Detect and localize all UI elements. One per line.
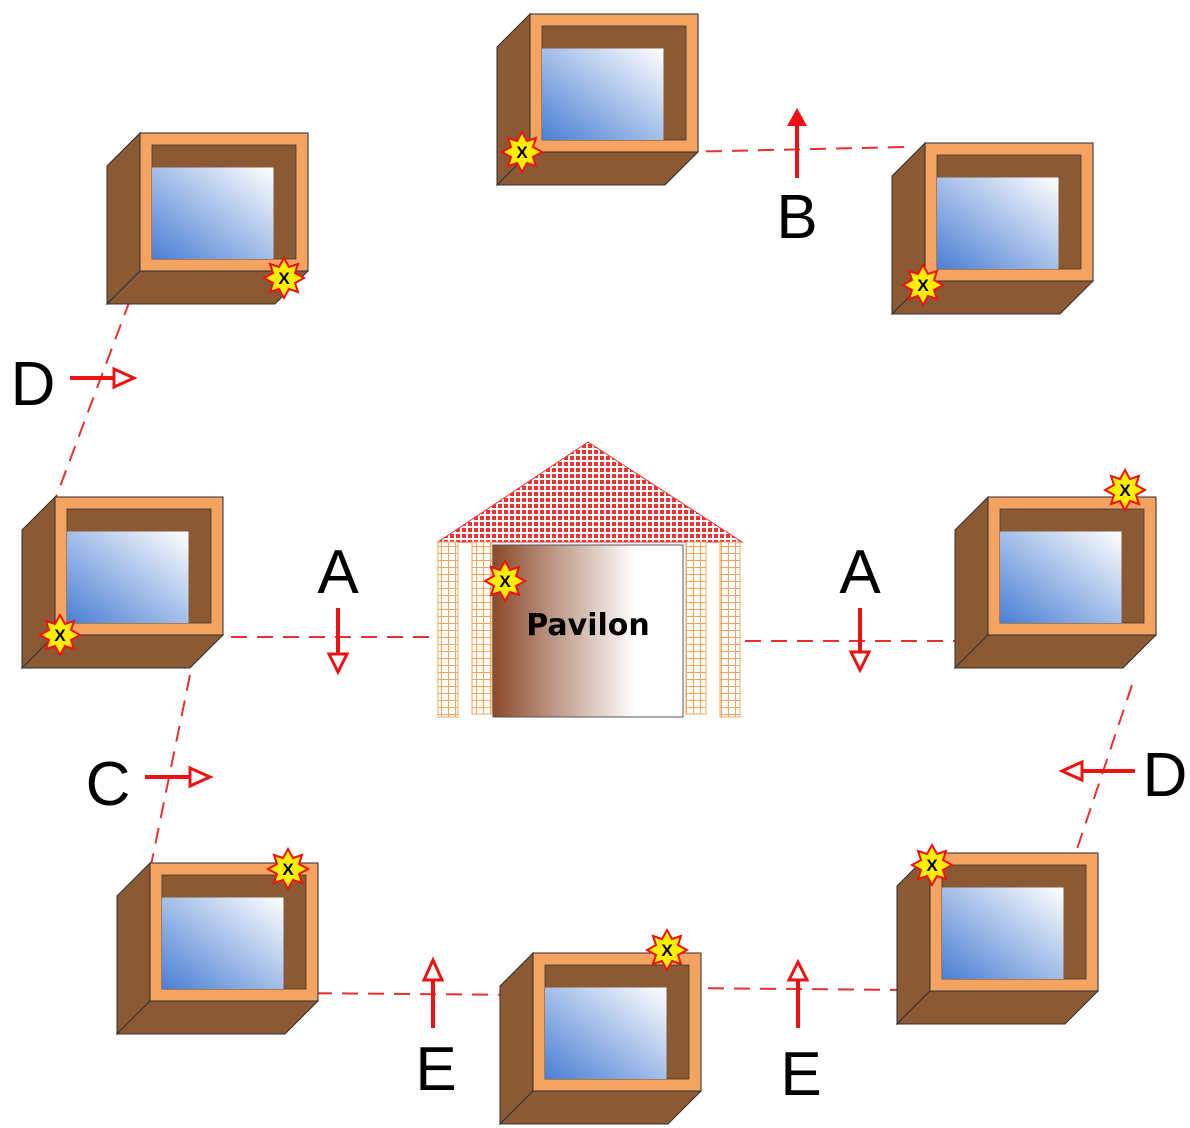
window-mid-left: X bbox=[20, 495, 225, 670]
window-top-center: X bbox=[495, 12, 700, 187]
line-lower-left bbox=[149, 674, 191, 871]
line-top bbox=[679, 146, 906, 153]
red-arrow-icon bbox=[1058, 759, 1135, 783]
label-b: B bbox=[776, 183, 817, 252]
window-box-icon bbox=[495, 12, 700, 187]
pavilion-pillar bbox=[719, 541, 741, 718]
window-box-icon bbox=[895, 851, 1100, 1026]
label-e-left: E bbox=[415, 1035, 456, 1104]
red-arrow-icon bbox=[145, 765, 214, 789]
window-lower-left: X bbox=[115, 846, 320, 1036]
line-bottom-left bbox=[289, 992, 531, 996]
x-star-marker-icon: X bbox=[261, 255, 307, 301]
x-star-marker-icon: X bbox=[37, 612, 83, 658]
label-d-left: D bbox=[11, 350, 56, 419]
marker-x-label: X bbox=[54, 626, 66, 645]
red-arrow-icon bbox=[70, 366, 138, 390]
x-star-marker-icon: X bbox=[909, 842, 955, 888]
pavilion-wall bbox=[492, 544, 684, 718]
red-arrow-icon bbox=[421, 956, 445, 1028]
red-arrow-icon bbox=[326, 608, 350, 676]
label-c: C bbox=[86, 750, 131, 819]
red-arrow-icon bbox=[848, 608, 872, 674]
marker-x-label: X bbox=[278, 269, 290, 288]
window-lower-right: X bbox=[895, 842, 1100, 1026]
line-bottom-right bbox=[681, 987, 909, 991]
label-a-left: A bbox=[317, 538, 359, 607]
marker-x-label: X bbox=[499, 572, 511, 591]
window-bottom-center: X bbox=[498, 927, 703, 1126]
marker-x-label: X bbox=[917, 276, 929, 295]
marker-x-label: X bbox=[926, 856, 938, 875]
marker-x-label: X bbox=[282, 860, 294, 879]
window-box-icon bbox=[20, 495, 225, 670]
window-upper-left: X bbox=[105, 131, 310, 306]
label-d-right: D bbox=[1143, 741, 1188, 810]
x-star-marker-icon: X bbox=[265, 846, 311, 892]
x-star-marker-icon: X bbox=[499, 129, 545, 175]
pavilion: X Pavilon bbox=[436, 441, 744, 718]
marker-x-label: X bbox=[1119, 481, 1131, 500]
window-box-icon bbox=[953, 495, 1158, 670]
label-a-right: A bbox=[839, 538, 881, 607]
x-star-marker-icon: X bbox=[900, 262, 946, 308]
x-star-marker-icon: X bbox=[482, 558, 528, 604]
window-box-icon bbox=[498, 951, 703, 1126]
marker-x-label: X bbox=[516, 143, 528, 162]
window-top-right: X bbox=[890, 141, 1095, 316]
window-box-icon bbox=[105, 131, 310, 306]
arrows bbox=[70, 108, 1135, 1028]
pavilion-pillar bbox=[471, 541, 493, 715]
pavilion-pillar bbox=[685, 541, 707, 715]
line-upper-left bbox=[54, 299, 131, 501]
pavilion-roof bbox=[436, 441, 744, 543]
red-arrow-icon bbox=[786, 958, 810, 1028]
red-arrow-icon bbox=[787, 108, 807, 178]
pavilion-pillar bbox=[437, 541, 459, 718]
window-mid-right: X bbox=[953, 467, 1158, 670]
label-e-right: E bbox=[780, 1040, 821, 1109]
pavilion-label: Pavilon bbox=[526, 608, 650, 643]
marker-x-label: X bbox=[661, 941, 673, 960]
window-box-icon bbox=[890, 141, 1095, 316]
x-star-marker-icon: X bbox=[1102, 467, 1148, 513]
x-star-marker-icon: X bbox=[644, 927, 690, 973]
